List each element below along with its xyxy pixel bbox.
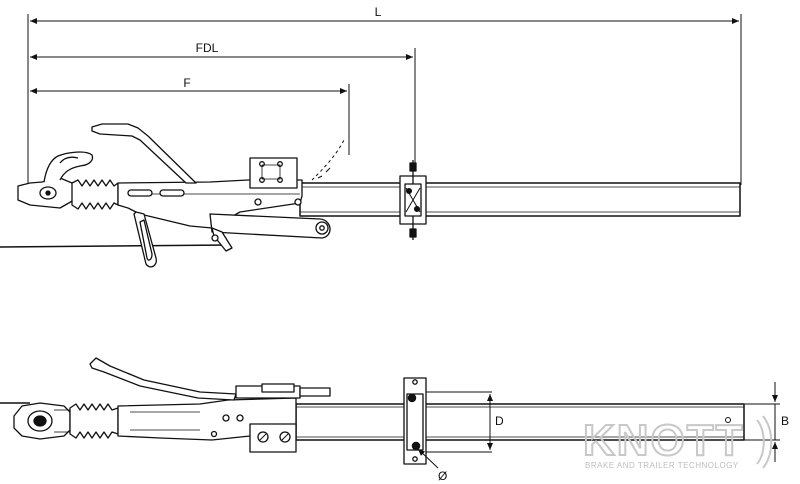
dimension-F-label: F [183,76,190,90]
dimension-D [426,391,493,453]
handbrake-lever [91,123,197,184]
dimension-B [744,382,780,462]
dimension-L-label: L [375,5,382,19]
dimension-lines [27,14,742,200]
side-view [0,123,741,268]
drawbar-tube-top [295,403,745,441]
dimension-FDL-label: FDL [196,41,219,55]
logo-tagline: BRAKE AND TRAILER TECHNOLOGY [585,461,739,470]
drawbar-tube [299,182,741,217]
diameter-label: Ø [438,469,447,483]
handbrake-lever-top [89,357,237,401]
mounting-plate [249,157,298,189]
bellows [71,179,119,210]
logo-brand: KNOTT [583,416,745,465]
shock-absorber [209,213,331,239]
dimension-D-label: D [495,414,504,428]
knott-logo: KNOTT BRAKE AND TRAILER TECHNOLOGY [582,415,773,470]
top-view [0,357,745,465]
dimension-B-label: B [781,414,789,428]
diameter-leader [417,448,439,469]
bellows-top [69,403,119,439]
